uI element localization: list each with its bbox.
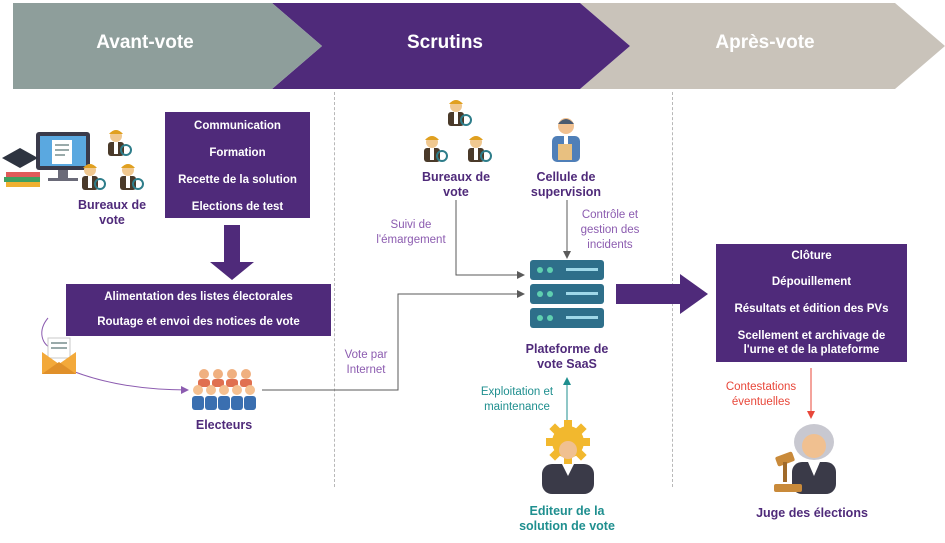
- phase-avant-vote-label: Avant-vote: [96, 32, 194, 53]
- prep-item-recette: Recette de la solution: [178, 174, 297, 186]
- plateforme-label: Plateforme de vote SaaS: [525, 342, 609, 371]
- phase-scrutins-label: Scrutins: [406, 32, 484, 53]
- prep-item-formation: Formation: [209, 147, 266, 159]
- supervisor-icon: [552, 118, 580, 162]
- alimentation-box: Alimentation des listes électorales Rout…: [66, 284, 331, 336]
- big-down-arrow: [210, 225, 254, 280]
- juge-label: Juge des élections: [756, 506, 868, 520]
- phase-apres-vote-label: Après-vote: [715, 32, 815, 53]
- chevron-scrutins: [272, 3, 630, 89]
- apres-vote-box: Clôture Dépouillement Résultats et éditi…: [716, 244, 907, 362]
- prep-item-elections-test: Elections de test: [191, 201, 284, 213]
- alim-item-listes: Alimentation des listes électorales: [104, 291, 293, 303]
- chevron-avant-vote: [13, 3, 322, 89]
- apres-item-scellement: Scellement et archivage de l'urne et de …: [737, 330, 886, 356]
- big-right-arrow: [616, 274, 708, 314]
- editeur-label: Editeur de la solution de vote: [519, 504, 615, 533]
- alim-item-routage: Routage et envoi des notices de vote: [97, 316, 300, 328]
- electeurs-icon: [192, 369, 256, 410]
- cellule-label: Cellule de supervision: [530, 170, 602, 199]
- apres-item-resultats: Résultats et édition des PVs: [734, 303, 889, 315]
- phase-chevrons: [13, 3, 945, 89]
- server-icon: [530, 260, 604, 328]
- controle-label: Contrôle et gestion des incidents: [580, 209, 640, 251]
- chevron-apres-vote: [580, 3, 945, 89]
- apres-item-depouillement: Dépouillement: [771, 276, 852, 288]
- judge-icon: [774, 424, 836, 494]
- editeur-icon: [542, 420, 594, 494]
- exploitation-label: Exploitation et maintenance: [480, 386, 554, 413]
- contestations-label: Contestations éventuelles: [725, 381, 797, 408]
- suivi-label: Suivi de l'émargement: [376, 219, 446, 246]
- preparation-box: Communication Formation Recette de la so…: [165, 112, 310, 218]
- computer-bureaux-icon: [2, 130, 144, 190]
- separator-left: [334, 92, 335, 487]
- vote-internet-label: Vote par Internet: [344, 349, 388, 376]
- avant-bureaux-label: Bureaux de vote: [77, 198, 147, 227]
- apres-item-cloture: Clôture: [791, 250, 832, 262]
- scrutins-bureaux-label: Bureaux de vote: [421, 170, 491, 199]
- prep-item-communication: Communication: [194, 120, 281, 132]
- bureaux-icon: [424, 100, 492, 162]
- electeurs-label: Electeurs: [195, 418, 253, 432]
- envelope-icon: [42, 337, 76, 374]
